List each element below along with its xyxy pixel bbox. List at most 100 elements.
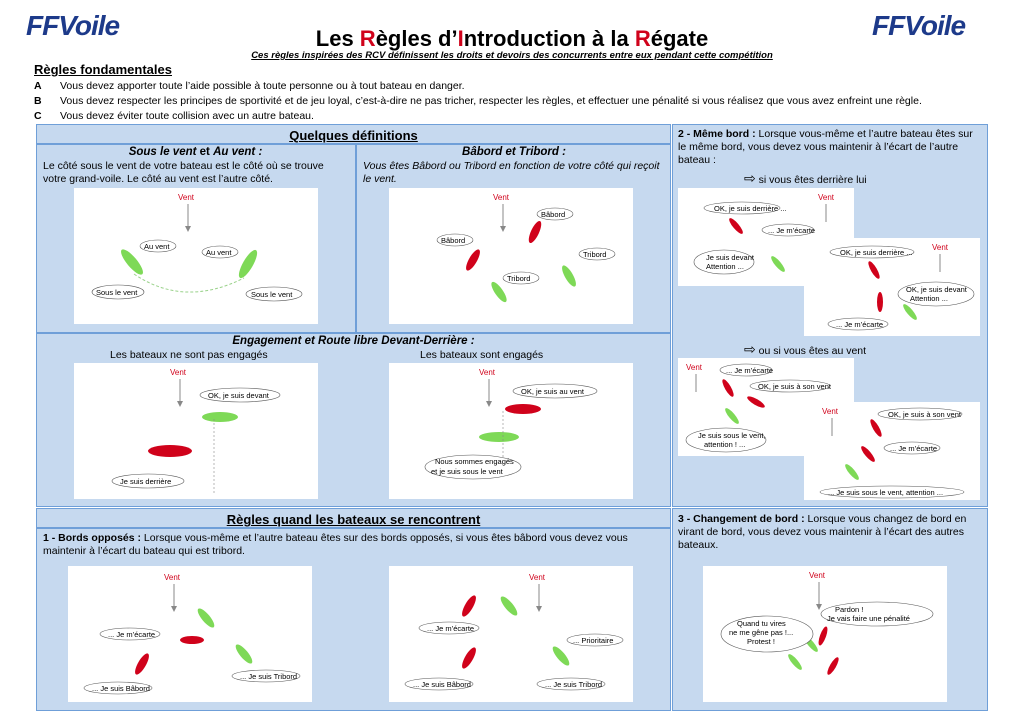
derriere-label: Je suis derrière xyxy=(120,477,171,486)
sous-le-vent-label: Sous le vent xyxy=(96,288,138,297)
not-engaged-diagram: Vent OK, je suis devant Je suis derrière xyxy=(74,363,318,499)
behind-diagram-2: Vent OK, je suis derrière ... OK, je sui… xyxy=(804,238,980,336)
ecarte-label: ... Je m’écarte xyxy=(768,226,815,235)
tack-heading: 3 - Changement de bord : xyxy=(678,513,805,525)
arrow-behind-label: si vous êtes derrière lui xyxy=(758,174,867,186)
title-red-letter: R xyxy=(634,26,651,51)
babord-diagram: Vent Bâbord Bâbord Tribord Tribord xyxy=(389,188,633,324)
rule-a: A Vous devez apporter toute l’aide possib… xyxy=(34,80,465,92)
rule1-heading: 1 - Bords opposés : xyxy=(43,532,142,544)
definitions-title: Quelques définitions xyxy=(289,128,418,143)
logo-ff-text: FF xyxy=(872,10,905,41)
ecarte-label: ... Je m’écarte xyxy=(726,366,773,375)
wind-label: Vent xyxy=(818,193,835,202)
au-vent-label: Au vent xyxy=(206,248,232,257)
rule1-body: Lorsque vous-même et l’autre bateau êtes… xyxy=(43,532,628,557)
tribord-label: Tribord xyxy=(507,274,530,283)
vent-text: Le côté sous le vent de votre bateau est… xyxy=(43,160,324,185)
rule1-diagram-left: Vent ... Je m’écarte ... Je suis Bâbord … xyxy=(68,566,312,702)
rule1-text: 1 - Bords opposés : Lorsque vous-même et… xyxy=(43,532,665,558)
ecarte-label: ... Je m’écarte xyxy=(108,630,155,639)
engages-label: Nous sommes engagés xyxy=(435,457,514,466)
attention-b-label: Attention ... xyxy=(910,294,948,303)
son-vent-label: OK, je suis à son vent xyxy=(758,382,832,391)
protest-label: Protest ! xyxy=(747,637,775,646)
right-arrow-icon: ⇨ xyxy=(744,170,756,186)
ecarte-label: ... Je m’écarte xyxy=(836,320,883,329)
same-side-text: 2 - Même bord : Lorsque vous-même et l’a… xyxy=(678,128,982,167)
wind-label: Vent xyxy=(164,573,181,582)
engaged-diagram: Vent OK, je suis au vent Nous sommes eng… xyxy=(389,363,633,499)
rule-letter: C xyxy=(34,110,42,122)
wind-label: Vent xyxy=(686,363,703,372)
prioritaire-label: ... Prioritaire xyxy=(573,636,613,645)
tack-diagram: Vent Pardon ! Je vais faire une pénalité… xyxy=(703,566,947,702)
same-side-heading: 2 - Même bord : xyxy=(678,128,756,140)
babord-label: Bâbord xyxy=(441,236,465,245)
engagement-heading: Engagement et Route libre Devant-Derrièr… xyxy=(232,335,475,347)
rule-letter: B xyxy=(34,95,42,107)
rule1-diagram-right: Vent ... Je m’écarte ... Prioritaire ...… xyxy=(389,566,633,702)
babord-heading: Bâbord et Tribord : xyxy=(462,146,566,158)
right-arrow-icon: ⇨ xyxy=(744,341,756,357)
sous-vent-label: Je suis sous le vent, xyxy=(698,431,766,440)
ffvoile-logo-right: FFVoile xyxy=(872,10,966,42)
rule-b: B Vous devez respecter les principes de s… xyxy=(34,95,922,107)
encounter-title: Règles quand les bateaux se rencontrent xyxy=(226,512,481,527)
engages-label-2: et je suis sous le vent xyxy=(431,467,504,476)
ecarte-label: ... Je m’écarte xyxy=(890,444,937,453)
arrow-windward: ⇨ ou si vous êtes au vent xyxy=(744,341,867,358)
devant-label: Je suis devant xyxy=(706,253,755,262)
vent-heading: Sous le vent et Au vent : xyxy=(36,146,355,158)
babord-label: Bâbord xyxy=(541,210,565,219)
sous-le-vent-label: Sous le vent xyxy=(251,290,293,299)
devant-b-label: OK, je suis devant xyxy=(906,285,968,294)
babord-label: ... Je suis Bâbord xyxy=(413,680,471,689)
title-part: ntroduction à la xyxy=(463,26,635,51)
wind-label: Vent xyxy=(178,193,195,202)
heading-part: et xyxy=(196,146,214,158)
title-part: Les xyxy=(315,26,360,51)
logo-voile-text: Voile xyxy=(58,10,120,41)
tack-body: Lorsque vous changez de bord en virant d… xyxy=(678,513,967,551)
au-vent-label: OK, je suis au vent xyxy=(521,387,585,396)
tack-text: 3 - Changement de bord : Lorsque vous ch… xyxy=(678,513,982,552)
wind-label: Vent xyxy=(529,573,546,582)
page-title: Les Règles d’Introduction à la Régate xyxy=(0,26,1024,52)
not-engaged-caption: Les bateaux ne sont pas engagés xyxy=(110,349,268,361)
wind-label: Vent xyxy=(809,571,826,580)
rule-text: Vous devez éviter toute collision avec u… xyxy=(60,110,314,122)
same-side-body: Lorsque vous-même et l’autre bateau êtes… xyxy=(678,128,973,166)
tribord-label: ... Je suis Tribord xyxy=(240,672,297,681)
logo-ff-text: FF xyxy=(26,10,59,41)
title-red-letter: I xyxy=(457,26,464,51)
fundamentals-title: Règles fondamentales xyxy=(34,62,172,77)
wind-label: Vent xyxy=(822,407,839,416)
tribord-label: Tribord xyxy=(583,250,606,259)
ffvoile-logo-left: FFVoile xyxy=(26,10,120,42)
au-vent-label: Au vent xyxy=(144,242,170,251)
rule-letter: A xyxy=(34,80,42,92)
devant-label: OK, je suis devant xyxy=(208,391,270,400)
babord-text: Vous êtes Bâbord ou Tribord en fonction … xyxy=(363,160,660,185)
wind-label: Vent xyxy=(493,193,510,202)
wind-label: Vent xyxy=(932,243,949,252)
vent-diagram: Vent Au vent Au vent Sous le vent Sous l… xyxy=(74,188,318,324)
ok-derriere-label: OK, je suis derrière ... xyxy=(714,204,787,213)
heading-part: Sous le vent xyxy=(128,146,197,158)
heading-part: Au vent : xyxy=(213,146,263,158)
wind-label: Vent xyxy=(170,368,187,377)
rule-text: Vous devez apporter toute l’aide possibl… xyxy=(60,80,465,92)
rule-text: Vous devez respecter les principes de sp… xyxy=(60,95,922,107)
pardon-label: Pardon ! xyxy=(835,605,863,614)
windward-diagram-2: Vent OK, je suis à son vent ... Je m’éca… xyxy=(804,402,980,500)
arrow-behind: ⇨ si vous êtes derrière lui xyxy=(744,170,867,187)
arrow-windward-label: ou si vous êtes au vent xyxy=(758,345,867,357)
ok-derriere-label: OK, je suis derrière ... xyxy=(840,248,913,257)
attention-c-label: attention ! ... xyxy=(704,440,745,449)
son-vent-label: OK, je suis à son vent xyxy=(888,410,962,419)
rule-c: C Vous devez éviter toute collision avec … xyxy=(34,110,314,122)
title-part: ègles d’ xyxy=(375,26,458,51)
engaged-caption: Les bateaux sont engagés xyxy=(420,349,544,361)
ecarte-label: ... Je m’écarte xyxy=(427,624,474,633)
